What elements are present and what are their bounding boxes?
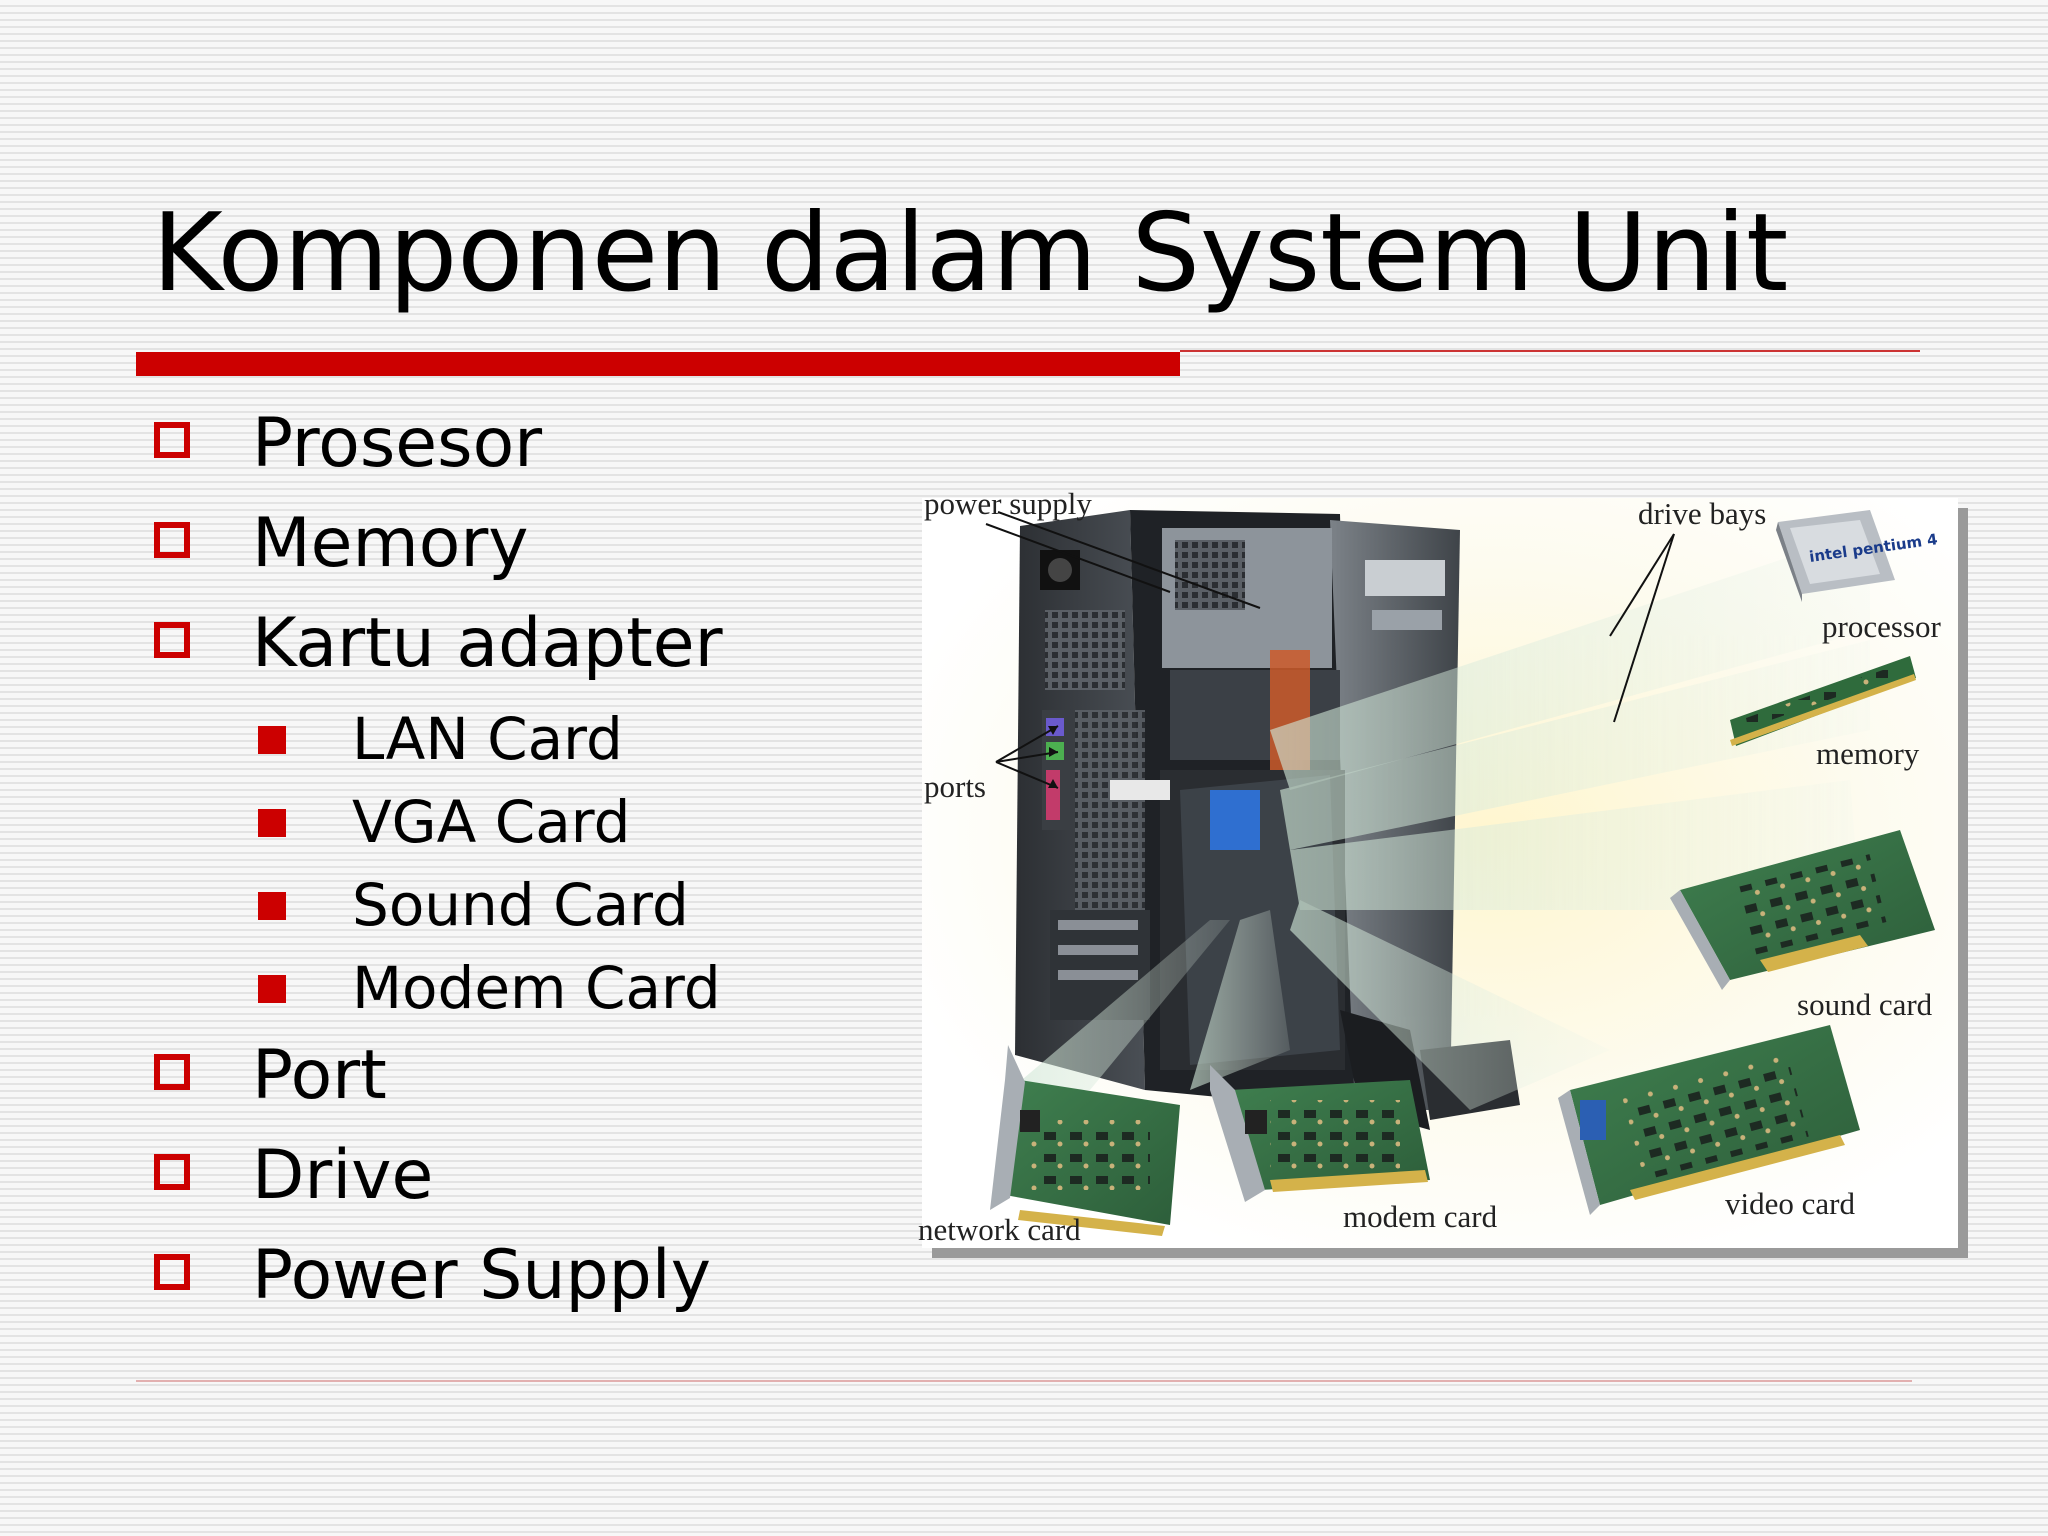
leader-lines <box>985 511 1675 789</box>
label-sound-card: sound card <box>1797 987 1933 1022</box>
system-unit-illustration: intel pentium 4 <box>918 490 1968 1258</box>
label-power-supply: power supply <box>924 490 1092 521</box>
bullet-label: Kartu adapter <box>252 604 723 683</box>
filled-square-bullet-icon <box>258 809 286 837</box>
sub-bullet-label: Sound Card <box>352 871 689 939</box>
memory-module <box>1730 656 1916 746</box>
label-drive-bays: drive bays <box>1638 496 1766 531</box>
title-underline-thick <box>136 352 1180 376</box>
label-network-card: network card <box>918 1212 1081 1247</box>
hollow-square-bullet-icon <box>154 1154 190 1190</box>
sub-bullet-label: LAN Card <box>352 705 623 773</box>
hollow-square-bullet-icon <box>154 1054 190 1090</box>
label-modem-card: modem card <box>1343 1199 1498 1234</box>
sub-bullet-label: Modem Card <box>352 954 721 1022</box>
highlight-rays <box>1010 530 1870 1110</box>
hollow-square-bullet-icon <box>154 422 190 458</box>
label-memory: memory <box>1816 736 1920 771</box>
label-processor: processor <box>1822 609 1941 644</box>
filled-square-bullet-icon <box>258 975 286 1003</box>
bullet-label: Port <box>252 1036 387 1115</box>
bullet-label: Drive <box>252 1136 434 1215</box>
bullet-label: Prosesor <box>252 404 543 483</box>
filled-square-bullet-icon <box>258 726 286 754</box>
label-ports: ports <box>924 769 986 804</box>
sub-bullet-label: VGA Card <box>352 788 631 856</box>
hollow-square-bullet-icon <box>154 622 190 658</box>
footer-divider <box>136 1380 1912 1382</box>
slide-title: Komponen dalam System Unit <box>152 191 1789 316</box>
hollow-square-bullet-icon <box>154 522 190 558</box>
video-card <box>1558 1025 1860 1215</box>
network-card <box>990 1045 1180 1236</box>
title-underline-thin <box>1180 350 1920 352</box>
system-unit-diagram: intel pentium 4 <box>910 490 1970 1260</box>
bullet-label: Memory <box>252 504 529 583</box>
label-video-card: video card <box>1725 1186 1855 1221</box>
modem-card <box>1210 1065 1430 1202</box>
filled-square-bullet-icon <box>258 892 286 920</box>
sound-card <box>1670 830 1935 990</box>
hollow-square-bullet-icon <box>154 1254 190 1290</box>
bullet-label: Power Supply <box>252 1236 711 1315</box>
